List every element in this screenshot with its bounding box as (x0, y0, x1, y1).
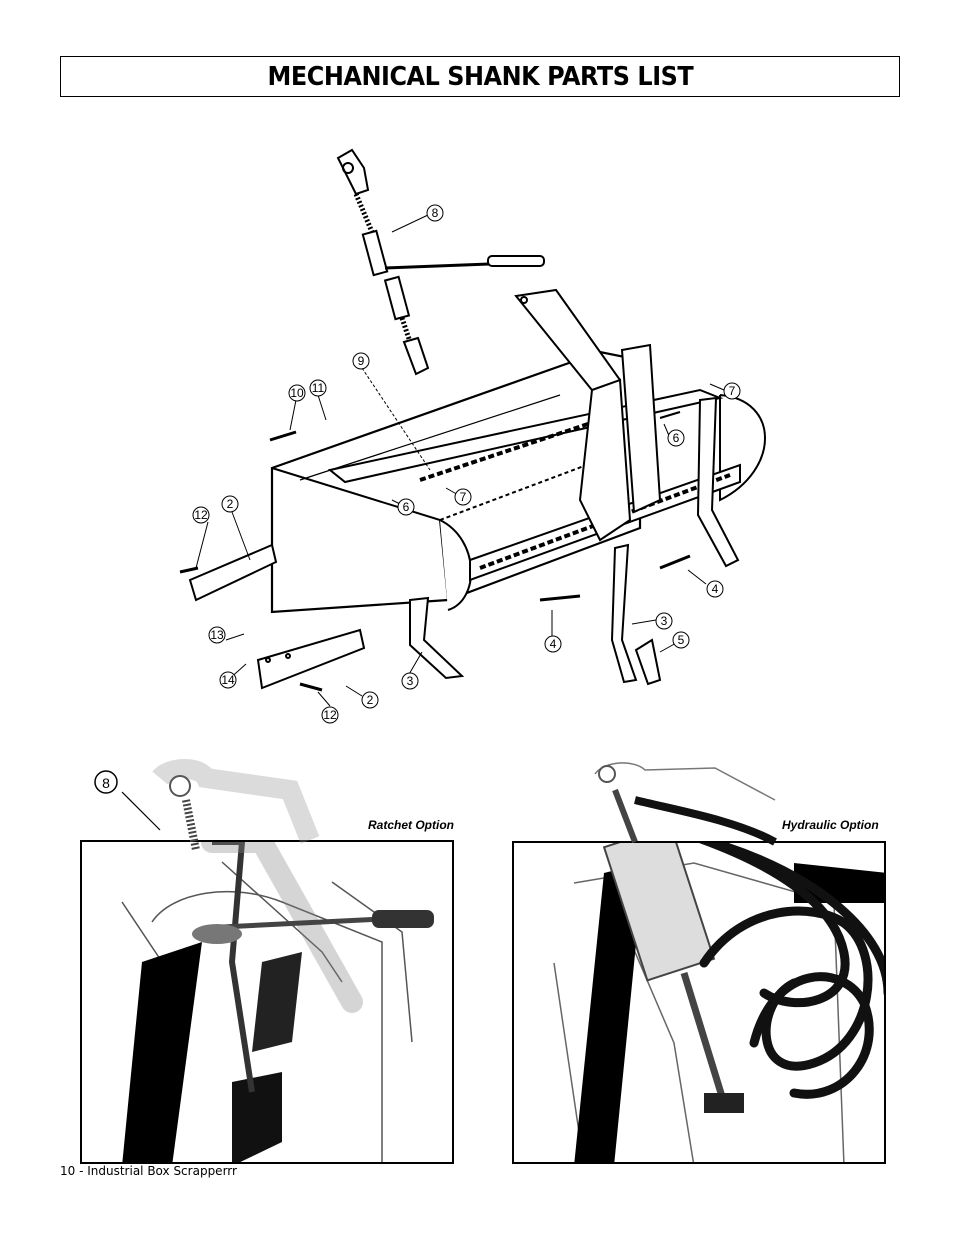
callout-12-lower: 12 (323, 708, 337, 722)
callout-4-right: 4 (712, 582, 719, 596)
ratchet-option-photo (80, 840, 454, 1164)
ratchet-option-caption: Ratchet Option (368, 818, 454, 832)
callout-2-lower: 2 (367, 693, 374, 707)
callout-13: 13 (210, 628, 224, 642)
callout-4-left: 4 (550, 637, 557, 651)
callout-6-left: 6 (403, 500, 410, 514)
page-title: MECHANICAL SHANK PARTS LIST (267, 61, 693, 92)
callout-8: 8 (432, 206, 439, 220)
callout-14: 14 (221, 673, 235, 687)
hydraulic-option-caption: Hydraulic Option (782, 818, 879, 832)
page-footer: 10 - Industrial Box Scrapperrr (60, 1164, 237, 1178)
ratchet-callout-label: 8 (102, 775, 110, 791)
callout-2-upper: 2 (227, 497, 234, 511)
hydraulic-option-photo (512, 841, 886, 1164)
ratchet-illustration (121, 842, 434, 1162)
callout-7-right: 7 (729, 384, 736, 398)
callout-11: 11 (312, 381, 325, 395)
callout-5: 5 (678, 633, 685, 647)
callout-12-upper: 12 (194, 508, 208, 522)
ratchet-callout-circle: 8 (94, 770, 118, 794)
page-title-box: MECHANICAL SHANK PARTS LIST (60, 56, 900, 97)
callout-10: 10 (290, 386, 304, 400)
ratchet-top-link-overlay (121, 759, 320, 851)
callout-9: 9 (358, 354, 365, 368)
callout-3-left: 3 (407, 674, 414, 688)
callout-6-right: 6 (673, 431, 680, 445)
callout-3-right: 3 (661, 614, 668, 628)
hydraulic-frame-overlay (594, 762, 777, 846)
hydraulic-illustration (553, 843, 884, 1162)
callout-7-left: 7 (460, 490, 467, 504)
exploded-parts-diagram: 8 9 10 11 2 12 13 14 12 2 3 4 4 3 5 6 7 … (179, 148, 766, 724)
